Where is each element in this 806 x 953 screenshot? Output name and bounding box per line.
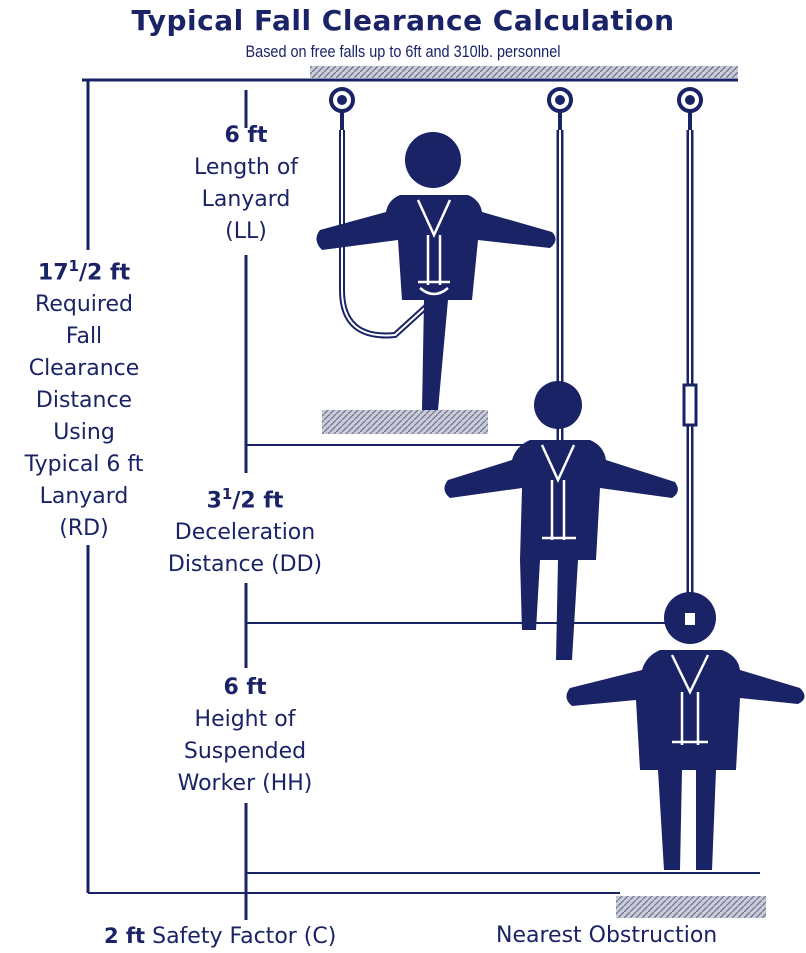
worker-falling-figure bbox=[444, 381, 678, 660]
worker-suspended-figure bbox=[566, 592, 805, 870]
anchor-hook-2 bbox=[547, 87, 573, 130]
nearest-obstruction-block bbox=[616, 896, 766, 918]
rd-line-3: Clearance bbox=[28, 356, 140, 382]
ceiling-anchorage bbox=[82, 66, 738, 82]
hh-value: 6 ft bbox=[223, 675, 267, 700]
hh-line-1: Height of bbox=[194, 707, 296, 732]
rd-line-6: Typical 6 ft bbox=[24, 452, 144, 478]
ll-line-1: Length of bbox=[193, 155, 299, 180]
ll-label: 6 ft Length of Lanyard (LL) bbox=[168, 120, 324, 248]
safety-factor-label: 2 ft Safety Factor (C) bbox=[104, 920, 404, 953]
rd-line-4: Distance bbox=[35, 388, 133, 414]
rd-line-5: Using bbox=[53, 420, 115, 446]
dd-line-1: Deceleration bbox=[174, 520, 316, 546]
diagram-title: Typical Fall Clearance Calculation bbox=[131, 4, 675, 37]
rd-line-1: Required bbox=[35, 292, 133, 318]
dd-value: 31/2 ft bbox=[206, 485, 284, 514]
anchor-hook-3 bbox=[677, 87, 703, 130]
dd-line-2: Distance (DD) bbox=[167, 552, 323, 578]
worker-platform bbox=[322, 410, 488, 434]
safety-factor-value: 2 ft bbox=[104, 924, 146, 948]
anchor-hook-1 bbox=[329, 87, 355, 130]
lanyard-deployed bbox=[682, 130, 698, 615]
ll-value: 6 ft bbox=[224, 123, 268, 148]
diagram-subtitle: Based on free falls up to 6ft and 310lb.… bbox=[245, 42, 561, 61]
dd-label: 31/2 ft Deceleration Distance (DD) bbox=[140, 478, 350, 581]
worker-standing-figure bbox=[316, 132, 556, 410]
rd-value: 171/2 ft bbox=[37, 257, 131, 286]
hh-label: 6 ft Height of Suspended Worker (HH) bbox=[150, 672, 340, 800]
rd-line-2: Fall bbox=[65, 324, 103, 350]
hh-line-2: Suspended bbox=[183, 739, 307, 764]
rd-label: 171/2 ft Required Fall Clearance Distanc… bbox=[4, 250, 164, 545]
nearest-obstruction-label: Nearest Obstruction bbox=[496, 923, 718, 948]
safety-factor-text: Safety Factor (C) bbox=[152, 924, 337, 949]
rd-line-7: Lanyard bbox=[39, 484, 129, 510]
ll-line-3: (LL) bbox=[225, 219, 267, 244]
rd-line-8: (RD) bbox=[59, 516, 109, 542]
ll-line-2: Lanyard bbox=[201, 187, 291, 212]
hh-line-3: Worker (HH) bbox=[177, 771, 313, 796]
